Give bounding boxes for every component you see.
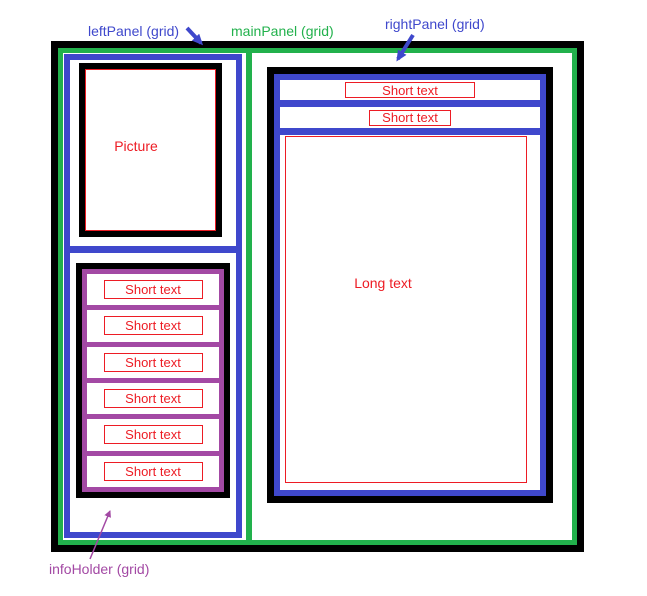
short-text-label: Short text <box>382 82 438 98</box>
right-panel-grid: Short text Short text Long text <box>274 74 546 496</box>
short-text-box: Short text <box>103 352 203 372</box>
right-panel-row-divider <box>280 128 540 135</box>
info-row: Short text <box>87 419 219 450</box>
right-panel: Short text Short text Long text <box>267 67 553 503</box>
picture-cell: Picture <box>70 60 236 246</box>
info-holder-cell: Short text Short text Short text <box>70 253 236 532</box>
main-panel-column-divider <box>246 48 252 545</box>
short-text-label: Short text <box>125 463 181 479</box>
short-text-label: Short text <box>125 427 181 443</box>
short-text-box: Short text <box>103 280 203 300</box>
info-holder: Short text Short text Short text <box>76 263 230 498</box>
info-row-divider <box>87 377 219 383</box>
info-row-divider <box>87 450 219 456</box>
info-row: Short text <box>87 274 219 305</box>
left-panel-label: leftPanel (grid) <box>88 23 180 39</box>
long-text-cell: Long text <box>280 135 540 490</box>
short-text-label: Short text <box>125 318 181 334</box>
short-text-box: Short text <box>345 82 475 98</box>
info-holder-grid: Short text Short text Short text <box>82 269 224 492</box>
long-text-box: Long text <box>285 136 527 483</box>
short-text-box: Short text <box>103 425 203 445</box>
info-row: Short text <box>87 347 219 378</box>
short-text-label: Short text <box>125 354 181 370</box>
picture-box: Picture <box>85 69 216 231</box>
main-panel <box>58 48 577 545</box>
short-text-box: Short text <box>103 389 203 409</box>
info-row: Short text <box>87 456 219 487</box>
main-panel-label: mainPanel (grid) <box>231 23 334 39</box>
right-panel-row: Short text <box>280 107 540 128</box>
right-panel-label: rightPanel (grid) <box>385 16 485 32</box>
right-panel-row-divider <box>280 100 540 107</box>
right-panel-row: Short text <box>280 80 540 100</box>
short-text-box: Short text <box>369 109 451 126</box>
short-text-box: Short text <box>103 461 203 481</box>
info-holder-label: infoHolder (grid) <box>49 561 150 577</box>
info-row: Short text <box>87 383 219 414</box>
short-text-label: Short text <box>125 391 181 407</box>
left-panel: Picture Short text Short text <box>64 54 242 538</box>
picture-label: Picture <box>114 138 158 154</box>
info-row-divider <box>87 305 219 311</box>
info-row-divider <box>87 414 219 420</box>
info-row-divider <box>87 341 219 347</box>
short-text-label: Short text <box>382 110 438 125</box>
short-text-label: Short text <box>125 282 181 298</box>
info-row: Short text <box>87 310 219 341</box>
picture-frame: Picture <box>79 63 222 237</box>
outer-frame <box>51 41 584 552</box>
left-panel-row-divider <box>70 246 236 253</box>
short-text-box: Short text <box>103 316 203 336</box>
long-text-label: Long text <box>354 275 412 291</box>
